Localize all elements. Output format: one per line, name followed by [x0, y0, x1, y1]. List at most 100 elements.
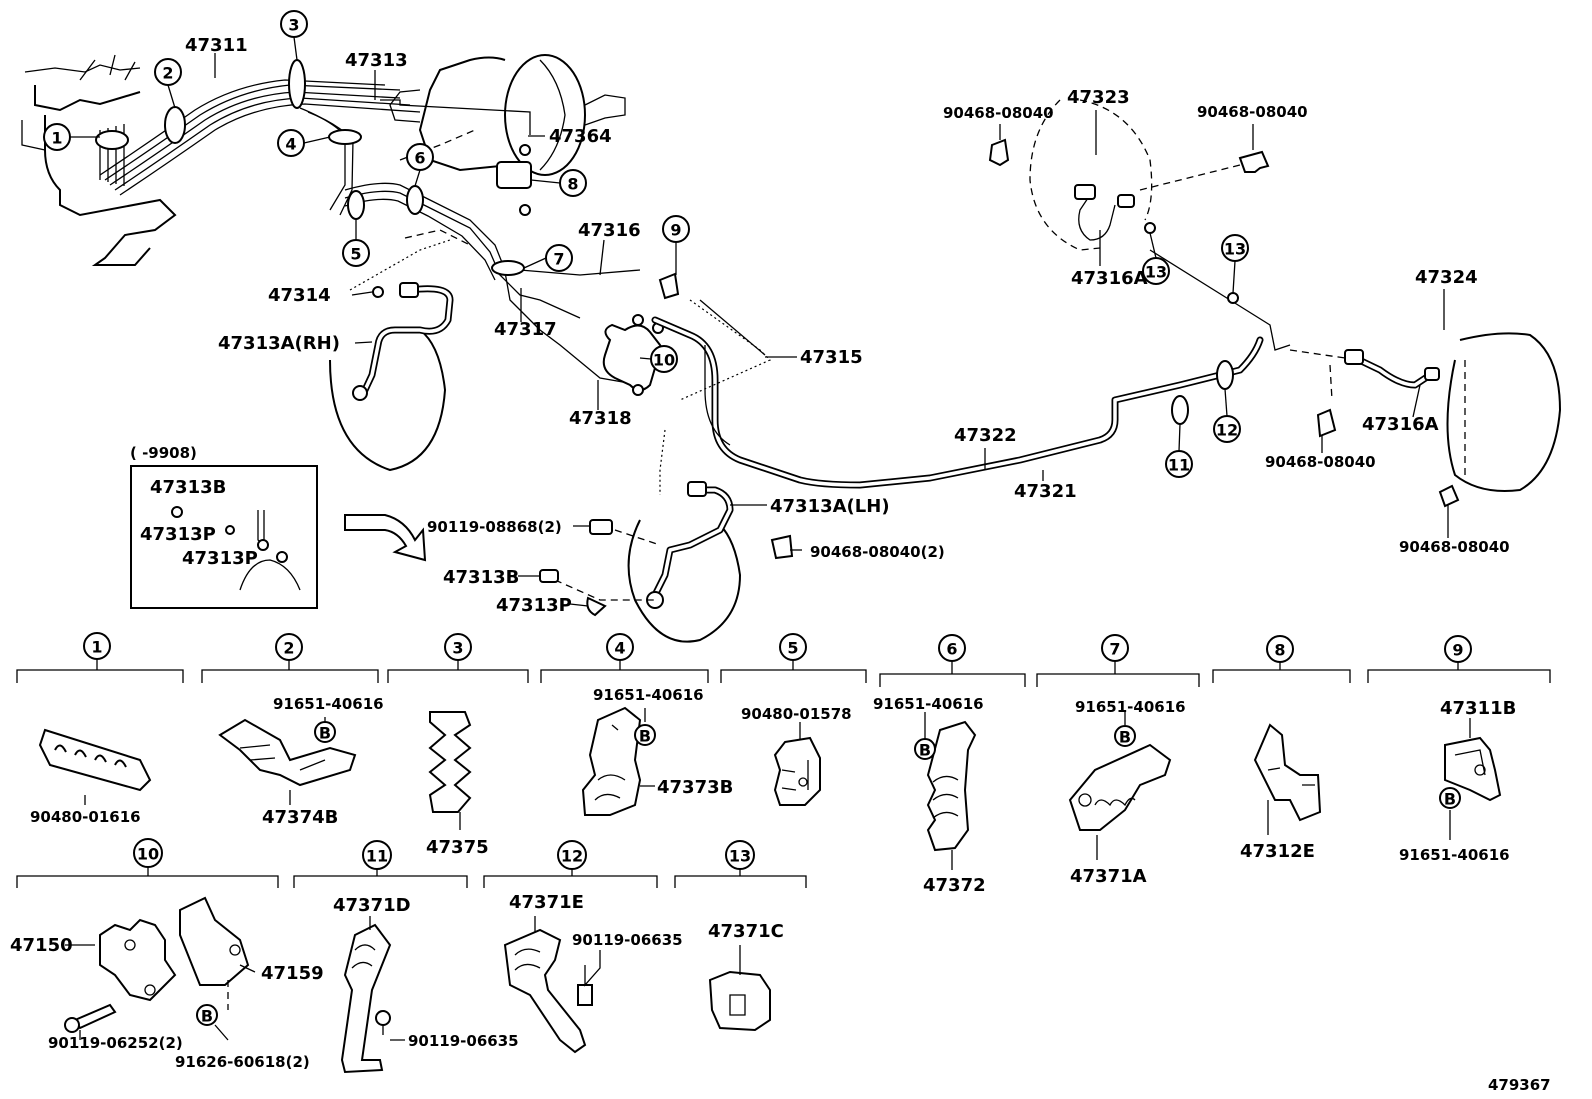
lh-disc [554, 481, 742, 643]
label-90480-01578: 90480-01578 [741, 705, 852, 723]
svg-text:12: 12 [561, 847, 583, 866]
label-91626-60618: 91626-60618(2) [175, 1053, 310, 1071]
callout-circle-icon: 12 [557, 840, 587, 870]
callout-circle-icon: 11 [362, 840, 392, 870]
tube-bundle-front [95, 59, 641, 386]
part-47311b [1444, 736, 1502, 802]
callout-circle-icon: 6 [938, 634, 966, 662]
svg-text:8: 8 [567, 175, 578, 194]
label-47313a-rh: 47313A(RH) [218, 333, 340, 354]
svg-text:7: 7 [553, 250, 564, 269]
label-47311b: 47311B [1440, 698, 1516, 719]
label-47371a: 47371A [1070, 866, 1147, 887]
label-47373b: 47373B [657, 777, 733, 798]
label-clip-center: 90468-08040(2) [810, 543, 945, 561]
label-47371d: 47371D [333, 895, 411, 916]
label-47313: 47313 [345, 50, 408, 71]
master-cylinder-assembly [21, 54, 626, 266]
label-47371c: 47371C [708, 921, 784, 942]
label-47316a-right: 47316A [1362, 414, 1439, 435]
part-47150 [99, 918, 177, 1002]
callout-circle-icon: 13 [1142, 257, 1170, 285]
part-47374b [218, 718, 357, 787]
callout-circle-icon: 13 [1221, 234, 1249, 262]
label-47318: 47318 [569, 408, 632, 429]
part-47371a [1068, 743, 1172, 831]
label-47150: 47150 [10, 935, 73, 956]
label-47316: 47316 [578, 220, 641, 241]
callout-circle-icon: 11 [1165, 450, 1193, 478]
label-clip-mr: 90468-08040 [1265, 453, 1376, 471]
bolt-b-icon: B [914, 738, 936, 760]
callout-circle-icon: 8 [1266, 635, 1294, 663]
svg-text:4: 4 [285, 135, 296, 154]
label-90119-06635-a: 90119-06635 [408, 1032, 519, 1050]
label-47375: 47375 [426, 837, 489, 858]
label-47317: 47317 [494, 319, 557, 340]
svg-text:6: 6 [414, 149, 425, 168]
bolt-b-icon: B [1439, 787, 1461, 809]
callout-circle-icon: 13 [725, 840, 755, 870]
leader-lines [70, 36, 1449, 607]
svg-text:5: 5 [350, 245, 361, 264]
svg-text:8: 8 [1274, 641, 1285, 660]
diagram-id: 479367 [1488, 1076, 1551, 1094]
label-clip-tl: 90468-08040 [943, 104, 1054, 122]
inset-47313b: 47313B [150, 477, 226, 498]
callout-circle-icon: 7 [1101, 634, 1129, 662]
label-91651-40616-a: 91651-40616 [273, 695, 384, 713]
svg-text:B: B [201, 1007, 213, 1026]
callout-circle-icon: 2 [275, 633, 303, 661]
callout-circle-icon: 4 [606, 633, 634, 661]
part-47375 [428, 711, 472, 813]
callout-circle-icon: 2 [154, 58, 182, 86]
callout-circle-icon: 10 [650, 345, 678, 373]
svg-text:6: 6 [946, 640, 957, 659]
part-47312e [1253, 723, 1322, 822]
label-47374b: 47374B [262, 807, 338, 828]
bolt-b-icon: B [1114, 725, 1136, 747]
svg-text:11: 11 [1168, 456, 1190, 475]
label-47313p: 47313P [496, 595, 572, 616]
svg-text:13: 13 [729, 847, 751, 866]
callout-circle-icon: 7 [545, 244, 573, 272]
label-47321: 47321 [1014, 481, 1077, 502]
inset-range: ( -9908) [130, 444, 197, 462]
rear-drum-right [1289, 332, 1562, 508]
svg-text:13: 13 [1145, 263, 1167, 282]
svg-text:4: 4 [614, 639, 625, 658]
svg-text:2: 2 [283, 639, 294, 658]
callout-circle-icon: 10 [133, 838, 163, 868]
svg-text:3: 3 [288, 16, 299, 35]
inset-box [130, 465, 318, 609]
label-47313b: 47313B [443, 567, 519, 588]
part-47372 [926, 720, 977, 852]
inset-labels: ( -9908) 47313B 47313P 47313P [130, 444, 258, 569]
svg-text:B: B [639, 727, 651, 746]
inset-47313p-1: 47313P [140, 524, 216, 545]
part-47373b [581, 706, 642, 816]
callout-circle-icon: 5 [342, 239, 370, 267]
part-47371e [503, 928, 587, 1054]
callout-circle-icon: 1 [43, 123, 71, 151]
label-47324: 47324 [1415, 267, 1478, 288]
callout-circle-icon: 6 [406, 143, 434, 171]
label-91651-40616-d: 91651-40616 [1075, 698, 1186, 716]
label-47312e: 47312E [1240, 841, 1315, 862]
bolt-b-icon: B [634, 724, 656, 746]
rear-brake-tubes [651, 249, 1291, 495]
callout-circle-icon: 4 [277, 129, 305, 157]
callout-circle-icon: 5 [779, 633, 807, 661]
svg-text:9: 9 [1452, 641, 1463, 660]
label-47315: 47315 [800, 347, 863, 368]
part-47371d [340, 923, 392, 1074]
rh-disc [329, 282, 454, 472]
callout-circle-icon: 8 [559, 169, 587, 197]
svg-text:10: 10 [137, 845, 159, 864]
label-90480-01616: 90480-01616 [30, 808, 141, 826]
label-bolt-center: 90119-08868(2) [427, 518, 562, 536]
main-labels: 47311 47313 47364 47316 47314 47313A(RH)… [185, 35, 1510, 616]
label-91651-40616-b: 91651-40616 [593, 686, 704, 704]
label-47322: 47322 [954, 425, 1017, 446]
